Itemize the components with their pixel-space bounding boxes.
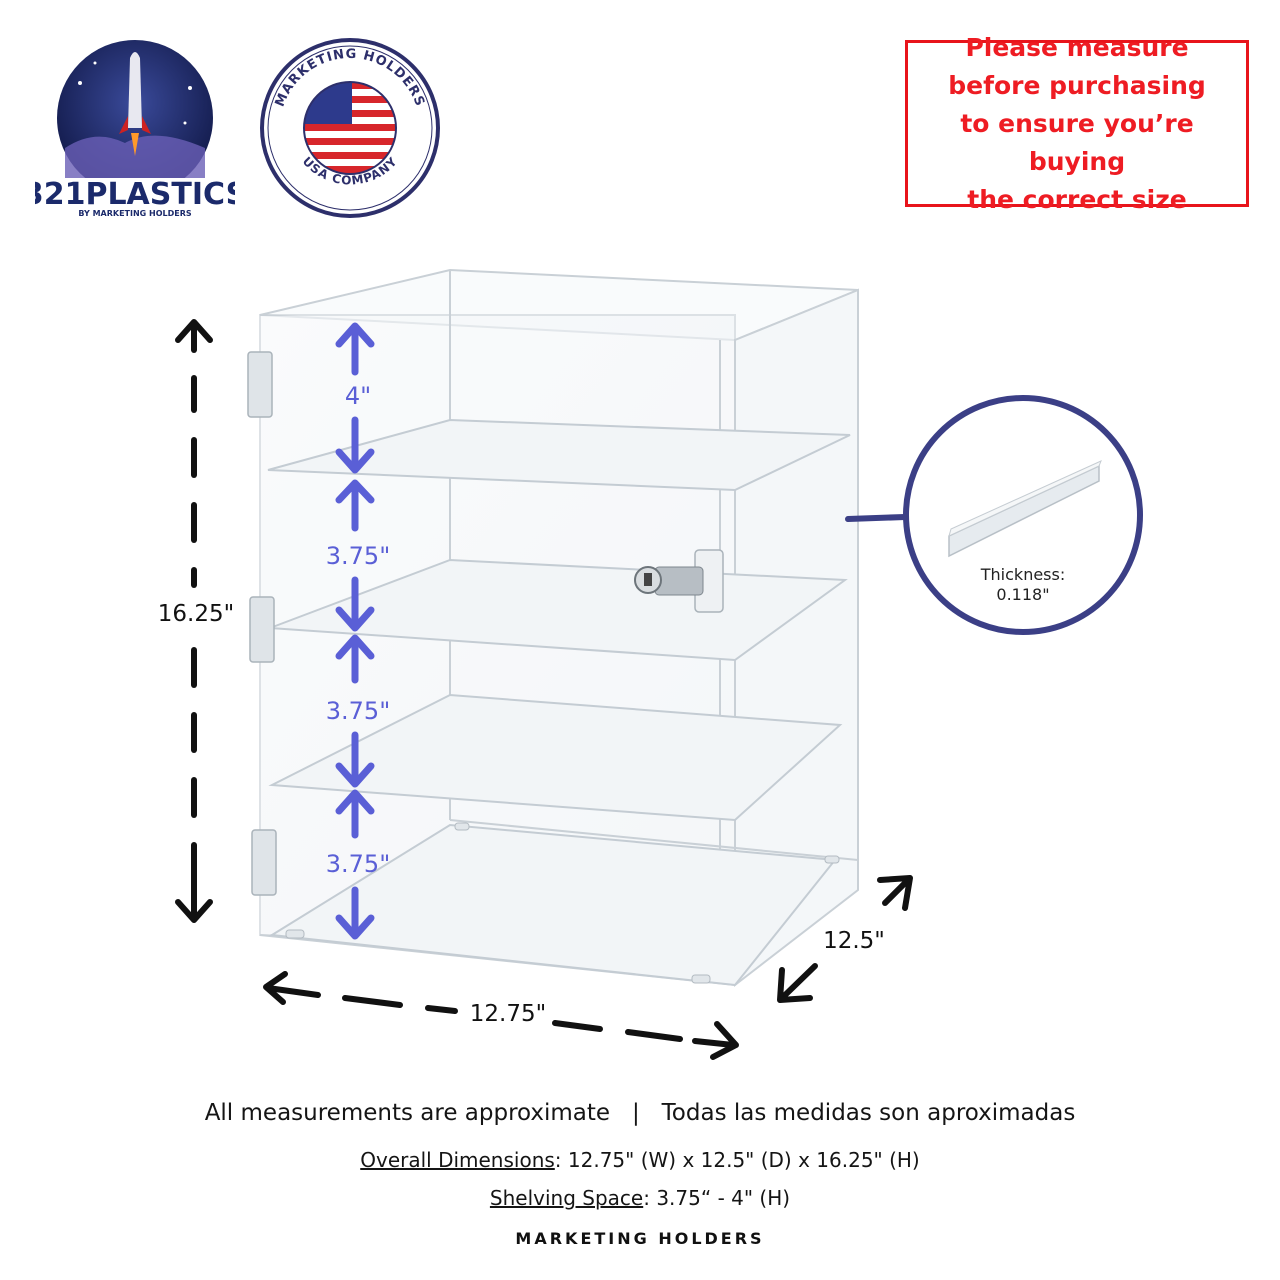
lock-icon	[634, 549, 724, 613]
overall-dimensions-label: Overall Dimensions	[360, 1148, 555, 1172]
shelf-4-height: 3.75"	[326, 850, 390, 878]
overall-height-label: 16.25"	[158, 601, 234, 627]
overall-depth-label: 12.5"	[823, 928, 885, 954]
shelving-space-value: : 3.75“ - 4" (H)	[643, 1186, 791, 1210]
overall-dimensions-line: Overall Dimensions: 12.75" (W) x 12.5" (…	[0, 1148, 1280, 1172]
hinge-middle	[249, 596, 275, 663]
hinge-top	[247, 351, 273, 418]
thickness-callout	[903, 395, 1143, 635]
shelving-space-label: Shelving Space	[489, 1186, 644, 1210]
hinge-bottom	[251, 829, 277, 896]
hinges	[247, 351, 277, 896]
shelf-2-height: 3.75"	[326, 542, 390, 570]
shelf-1-height: 4"	[345, 382, 371, 410]
us-flag-icon	[304, 82, 396, 174]
overall-width-label: 12.75"	[470, 1001, 546, 1027]
display-case-diagram: 4" 3.75" 3.75" 3.75" 16.25" 12.75" 12.5"	[158, 268, 913, 1060]
brand-footer: MARKETING HOLDERS	[515, 1229, 765, 1248]
depth-arrow	[777, 875, 913, 1003]
shelf-spacing-arrows	[335, 322, 375, 940]
logo1-name: 321PLASTICS	[35, 177, 235, 212]
measure-warning-text: Please measure before purchasing to ensu…	[948, 32, 1206, 214]
approximate-notice: All measurements are approximate | Todas…	[204, 1100, 1076, 1126]
width-arrow	[263, 971, 739, 1060]
measure-warning-box: Please measure before purchasing to ensu…	[905, 33, 1249, 214]
overall-dimensions-value: : 12.75" (W) x 12.5" (D) x 16.25" (H)	[554, 1148, 920, 1172]
shelving-space-line: Shelving Space: 3.75“ - 4" (H)	[0, 1186, 1280, 1210]
marketing-holders-seal: MARKETING HOLDERS USA COMPANY	[260, 38, 440, 218]
321plastics-logo: 321PLASTICS BY MARKETING HOLDERS	[35, 40, 235, 218]
thickness-label: Thickness: 0.118"	[980, 565, 1066, 604]
height-arrow	[175, 319, 213, 923]
logo1-subtitle: BY MARKETING HOLDERS	[78, 209, 192, 218]
shelf-1	[267, 418, 851, 492]
acrylic-edge-closeup	[948, 460, 1102, 558]
shelf-3	[268, 693, 843, 822]
shelf-3-height: 3.75"	[326, 697, 390, 725]
thickness-connector	[845, 514, 908, 522]
